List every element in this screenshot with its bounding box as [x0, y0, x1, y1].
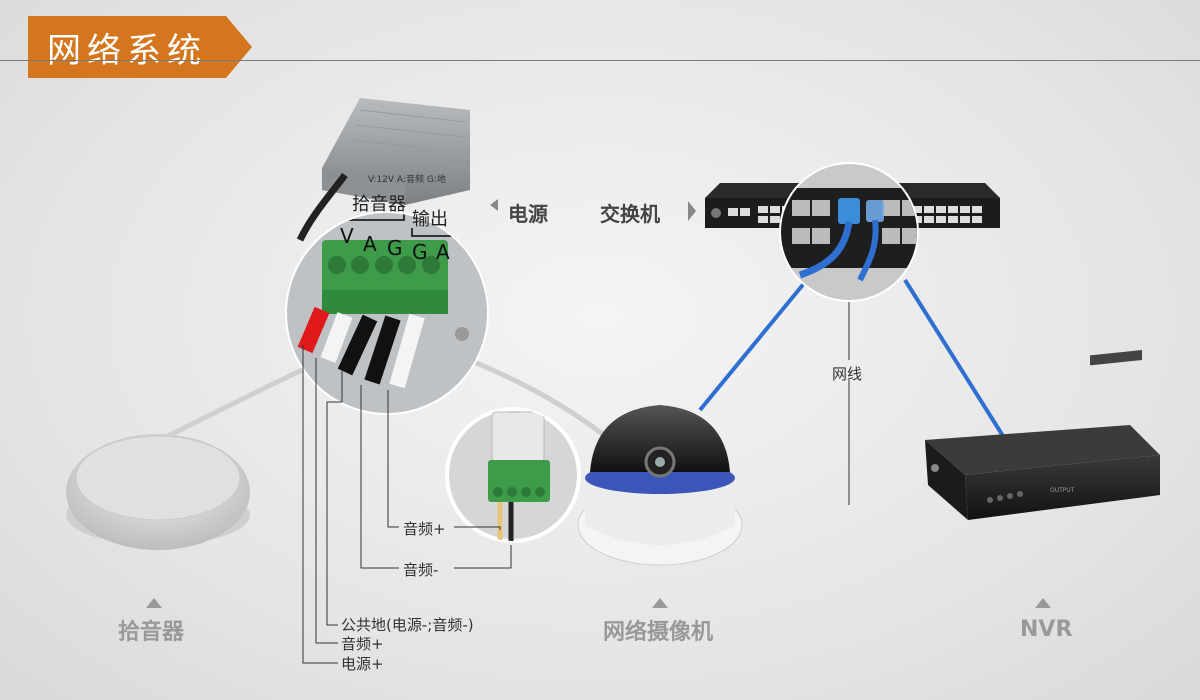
power-label: 电源	[508, 202, 548, 226]
common-ground-label: 公共地(电源-;音频-)	[341, 616, 474, 634]
audio-minus-small-label: 音频-	[403, 561, 439, 579]
title-tab-arrow	[226, 16, 252, 78]
camera-arrow-icon	[652, 598, 668, 608]
nvr-label: NVR	[1020, 617, 1073, 642]
terminal-group-label-output: 输出	[412, 209, 448, 230]
switch-label: 交换机	[600, 202, 660, 226]
camera-audio-detail-circle	[445, 407, 581, 543]
switch-detail-circle	[779, 162, 919, 302]
power-box-text: V:12V A:音频 G:地	[368, 173, 446, 185]
power-arrow-left	[490, 199, 498, 211]
terminal-pin-a: A	[363, 232, 377, 256]
pickup-label: 拾音器	[118, 620, 185, 645]
audio-plus-label: 音频+	[341, 635, 384, 653]
callout-lines	[302, 302, 850, 664]
switch-arrow-right	[688, 201, 696, 221]
terminal-pin-v: V	[340, 224, 354, 248]
network-cable-label: 网线	[832, 365, 863, 383]
terminal-detail-circle	[285, 211, 489, 415]
audio-plus-small-label: 音频+	[403, 520, 446, 538]
dome-camera	[577, 405, 743, 566]
terminal-pin-a2: A	[436, 240, 450, 264]
terminal-pin-g2: G	[412, 240, 428, 264]
nvr-arrow-icon	[1035, 598, 1051, 608]
power-supply-box: V:12V A:音频 G:地	[296, 98, 470, 242]
terminal-pin-g: G	[387, 236, 403, 260]
pickup-microphone	[66, 434, 250, 550]
nvr-display-text: OUTPUT	[1050, 487, 1075, 494]
camera-label: 网络摄像机	[603, 620, 714, 645]
network-cable-camera	[698, 268, 817, 412]
terminal-group-label-pickup: 拾音器	[352, 194, 406, 215]
header-divider	[0, 60, 1200, 61]
network-cable-nvr	[903, 278, 1005, 438]
page-title: 网络系统	[28, 16, 226, 78]
pickup-arrow-icon	[146, 598, 162, 608]
nvr-recorder: OUTPUT	[925, 349, 1160, 520]
power-plus-label: 电源+	[341, 655, 384, 673]
